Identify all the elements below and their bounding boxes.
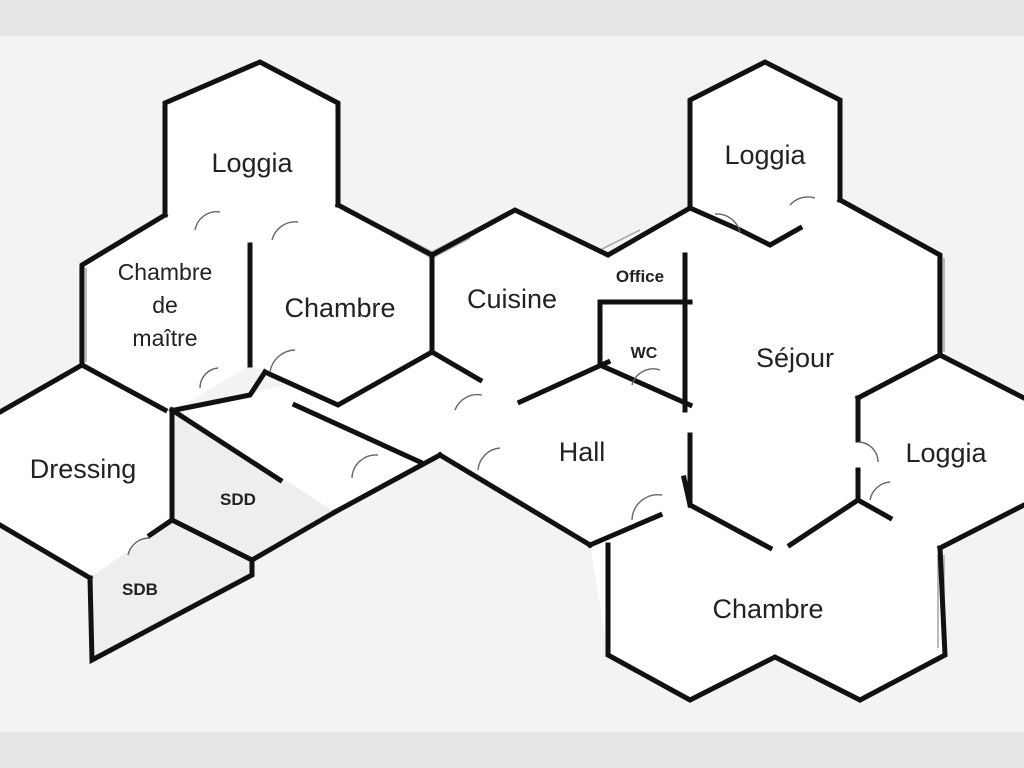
room-label-wc: WC bbox=[631, 345, 658, 362]
room-label-chambre-maitre-line2: de bbox=[152, 292, 178, 318]
room-label-sdd: SDD bbox=[220, 490, 256, 509]
room-label-chambre-se: Chambre bbox=[712, 594, 823, 624]
doors bbox=[127, 196, 891, 556]
room-label-loggia-nw: Loggia bbox=[211, 148, 293, 178]
room-label-loggia-e: Loggia bbox=[905, 438, 987, 468]
walls bbox=[0, 59, 1024, 703]
room-label-dressing: Dressing bbox=[30, 454, 137, 484]
room-label-sdb: SDB bbox=[122, 580, 158, 599]
room-label-chambre-maitre-line3: maître bbox=[132, 325, 197, 351]
room-labels: Loggia Chambre de maître Chambre Cuisine… bbox=[30, 140, 988, 624]
room-label-hall: Hall bbox=[559, 437, 606, 467]
room-label-sejour: Séjour bbox=[756, 343, 834, 373]
room-label-chambre-nw: Chambre bbox=[284, 293, 395, 323]
room-label-loggia-ne: Loggia bbox=[724, 140, 806, 170]
room-label-office: Office bbox=[616, 267, 664, 286]
room-label-chambre-maitre-line1: Chambre bbox=[118, 259, 213, 285]
room-label-cuisine: Cuisine bbox=[467, 284, 557, 314]
